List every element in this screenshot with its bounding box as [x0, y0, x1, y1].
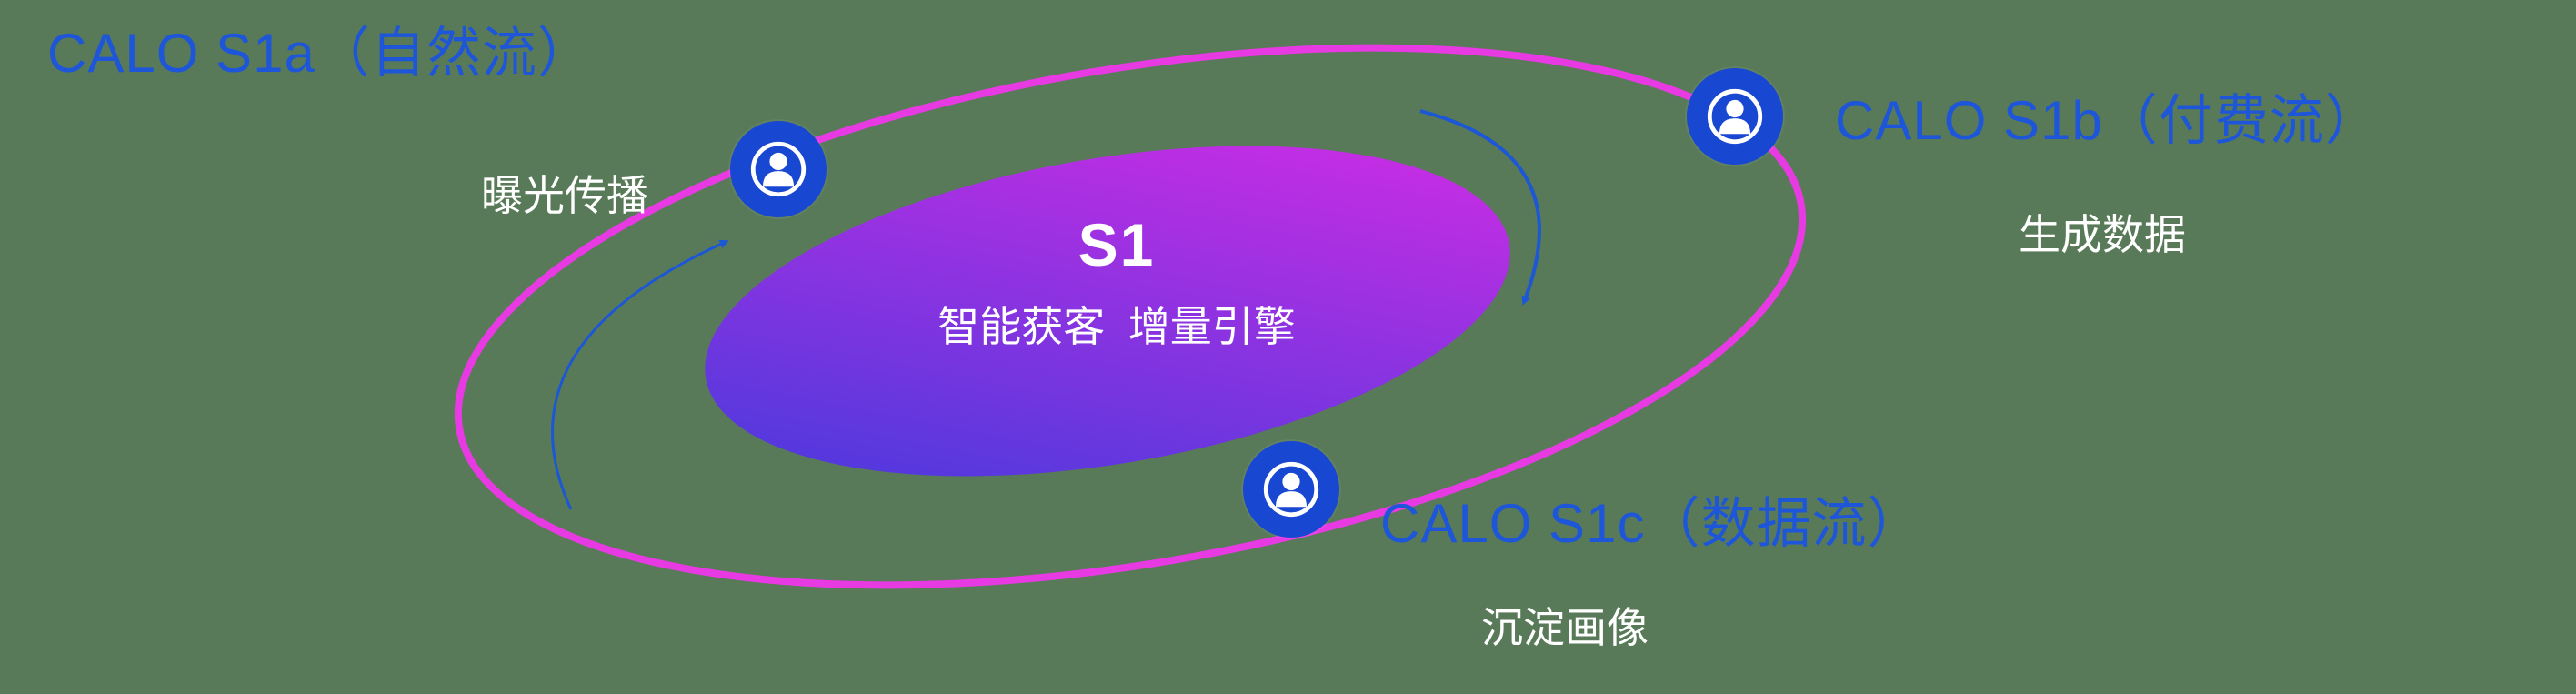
- node-s1a: [730, 121, 827, 217]
- label-s1b: CALO S1b（付费流）: [1835, 90, 2381, 151]
- label-s1a: CALO S1a（自然流）: [47, 23, 593, 84]
- flow-arrow-left: [551, 239, 729, 510]
- center-title: S1: [1078, 211, 1156, 278]
- sublabel-s1c: 沉淀画像: [1481, 604, 1649, 651]
- node-s1b: [1687, 68, 1783, 165]
- person-icon: [750, 141, 807, 197]
- core-ellipse: [705, 146, 1510, 477]
- label-s1c: CALO S1c（数据流）: [1380, 493, 1923, 554]
- center-label-group: S1 智能获客 增量引擎: [937, 210, 1296, 354]
- center-subtitle: 智能获客 增量引擎: [937, 303, 1296, 350]
- orbit-ring: [454, 44, 1807, 589]
- person-icon: [1263, 461, 1319, 518]
- flow-arrow-right: [1419, 109, 1541, 306]
- sublabel-s1b: 生成数据: [2019, 211, 2186, 258]
- node-s1c: [1243, 441, 1339, 538]
- sublabel-s1a: 曝光传播: [481, 172, 648, 219]
- person-icon: [1707, 88, 1763, 145]
